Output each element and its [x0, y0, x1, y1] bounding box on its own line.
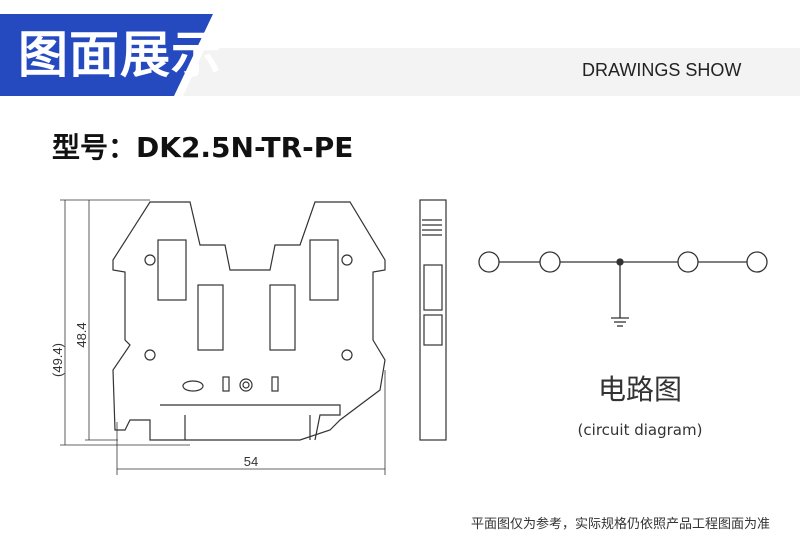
terminal-node [539, 251, 561, 273]
model-label: 型号：DK2.5N-TR-PE [52, 131, 354, 164]
dim-height: 48.4 [74, 322, 89, 347]
dimension-lines [60, 199, 386, 475]
disclaimer-note: 平面图仅为参考，实际规格仍依照产品工程图面为准 [470, 517, 770, 532]
circuit-title: 电路图 [597, 373, 682, 406]
terminal-node [478, 251, 500, 273]
dim-height-ref: (49.4) [50, 343, 65, 377]
terminal-front-view [112, 201, 386, 441]
header-blue-block [0, 14, 213, 96]
circuit-diagram [478, 251, 768, 327]
terminal-block-drawing: (49.4) 48.4 54 [50, 199, 447, 475]
page-title: 图面展示 [18, 26, 222, 84]
junction-dot [616, 258, 624, 266]
circuit-subtitle: (circuit diagram) [577, 421, 703, 439]
page-subtitle: DRAWINGS SHOW [582, 60, 742, 80]
terminal-node [746, 251, 768, 273]
dim-width: 54 [244, 454, 258, 469]
terminal-node [677, 251, 699, 273]
terminal-side-view [419, 199, 447, 441]
header-gray-band [183, 48, 800, 96]
header-banner [0, 14, 800, 96]
